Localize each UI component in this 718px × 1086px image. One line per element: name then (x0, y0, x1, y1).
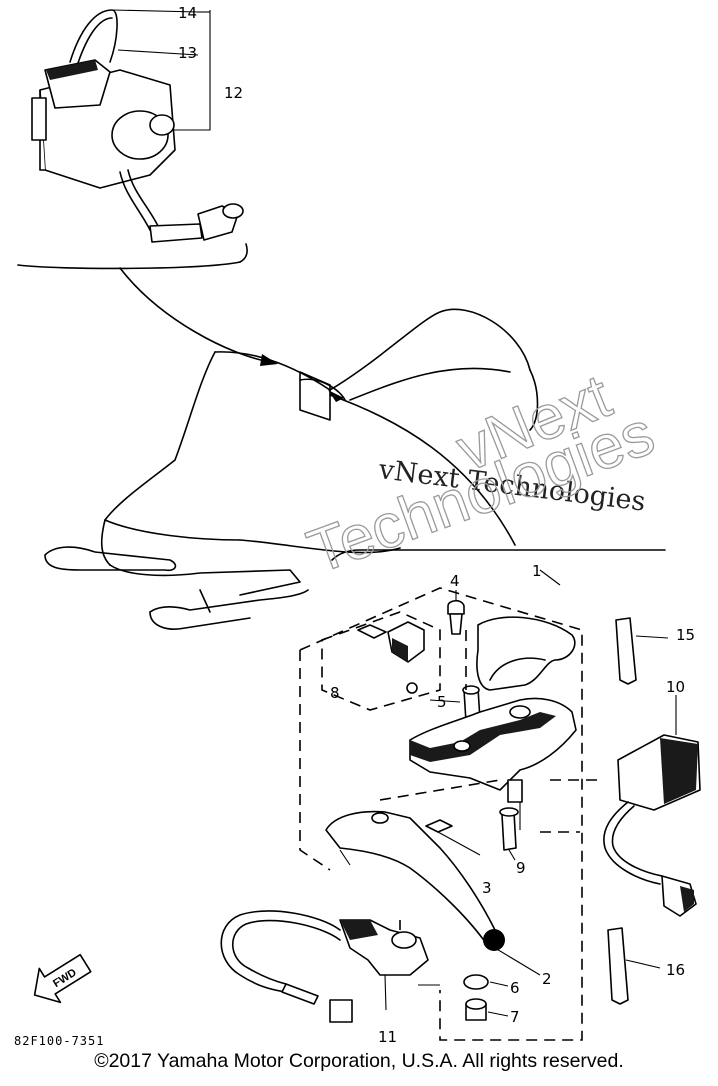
callout-3: 3 (482, 879, 492, 897)
callout-7: 7 (510, 1008, 520, 1026)
callout-2: 2 (542, 970, 552, 988)
exploded-assembly (220, 569, 701, 1041)
inset-throttle-housing (17, 9, 248, 270)
callout-14: 14 (178, 4, 197, 22)
callout-4: 4 (450, 572, 460, 590)
callout-11: 11 (378, 1028, 397, 1046)
callout-5: 5 (437, 693, 447, 711)
callout-16: 16 (666, 961, 685, 979)
callout-8: 8 (330, 684, 340, 702)
callout-9: 9 (516, 859, 526, 877)
callout-15: 15 (676, 626, 695, 644)
fwd-arrow-icon: FWD (33, 953, 92, 1004)
callout-13: 13 (178, 44, 197, 62)
callout-12: 12 (224, 84, 243, 102)
snowmobile-outline (44, 267, 666, 630)
copyright-notice: ©2017 Yamaha Motor Corporation, U.S.A. A… (94, 1050, 624, 1072)
callout-6: 6 (510, 979, 520, 997)
callout-10: 10 (666, 678, 685, 696)
callout-1: 1 (532, 562, 542, 580)
diagram-code: 82F100-7351 (14, 1034, 104, 1048)
